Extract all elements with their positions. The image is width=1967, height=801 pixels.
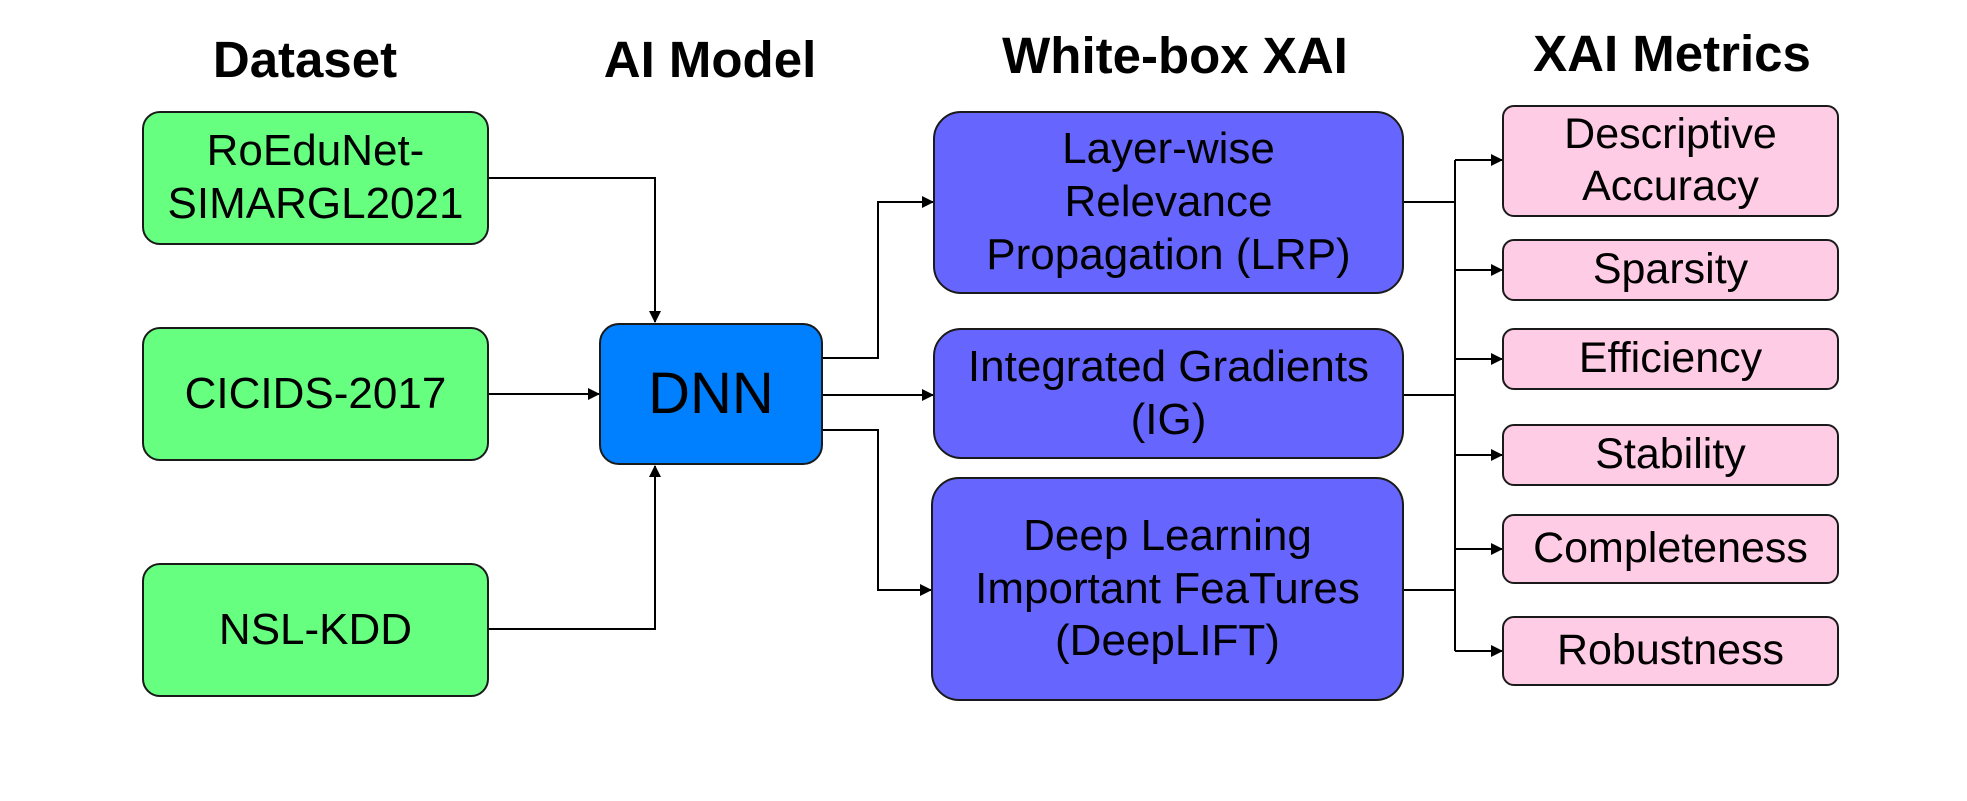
header-ai-model: AI Model: [603, 31, 817, 88]
arrow-dnn-to-deeplift: [823, 429, 932, 596]
metric-label: Completeness: [1533, 524, 1808, 573]
dataset-roedunet-simargl2021: RoEduNet- SIMARGL2021: [142, 111, 489, 245]
metric-efficiency: Efficiency: [1502, 328, 1839, 390]
header-xai-metrics: XAI Metrics: [1533, 25, 1811, 82]
model-dnn: DNN: [599, 323, 823, 465]
header-white-box-xai: White-box XAI: [1002, 27, 1348, 84]
metric-label: Descriptive Accuracy: [1564, 110, 1777, 210]
metric-completeness: Completeness: [1502, 514, 1839, 584]
dataset-nsl-kdd: NSL-KDD: [142, 563, 489, 697]
metric-label: Robustness: [1556, 626, 1785, 675]
xai-method-label: Deep Learning Important FeaTures (DeepLI…: [975, 510, 1360, 666]
model-label: DNN: [648, 361, 774, 427]
metric-label: Sparsity: [1592, 245, 1749, 294]
header-dataset: Dataset: [212, 31, 398, 88]
arrow-dnn-to-lrp: [823, 196, 934, 359]
xai-method-label: Layer-wise Relevance Propagation (LRP): [986, 124, 1351, 279]
arrow-nslkdd-to-dnn: [489, 465, 661, 630]
metric-label: Efficiency: [1578, 334, 1763, 383]
xai-method-label: Integrated Gradients (IG): [967, 341, 1370, 444]
metric-label: Stability: [1595, 430, 1746, 479]
dataset-cicids-2017: CICIDS-2017: [142, 327, 489, 461]
metric-stability: Stability: [1502, 424, 1839, 486]
metric-descriptive-accuracy: Descriptive Accuracy: [1502, 105, 1839, 217]
xai-method-ig: Integrated Gradients (IG): [933, 328, 1404, 459]
xai-method-lrp: Layer-wise Relevance Propagation (LRP): [933, 111, 1404, 294]
metric-sparsity: Sparsity: [1502, 239, 1839, 301]
dataset-label: CICIDS-2017: [184, 368, 447, 418]
arrow-roedunet-to-dnn: [489, 177, 661, 323]
dataset-label: NSL-KDD: [218, 604, 413, 654]
metric-robustness: Robustness: [1502, 616, 1839, 686]
xai-method-deeplift: Deep Learning Important FeaTures (DeepLI…: [931, 477, 1404, 701]
dataset-label: RoEduNet- SIMARGL2021: [167, 126, 464, 228]
